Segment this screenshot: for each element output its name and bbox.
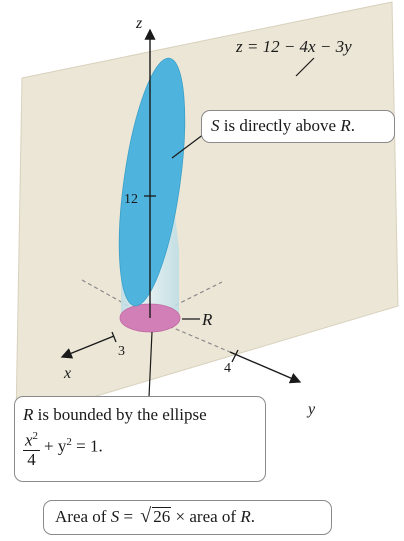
callout-r-ellipse: R is bounded by the ellipse x2 4 + y2 = …: [14, 396, 266, 482]
sqrt-sign: √: [140, 505, 152, 527]
y-axis: [229, 351, 302, 384]
ellipse-rest-exp: 2: [66, 436, 72, 449]
callout-area-formula: Area of S = √26 × area of R.: [43, 500, 332, 535]
s-symbol: S: [211, 116, 220, 135]
frac-den: 4: [27, 449, 36, 469]
x-tick-label: 3: [118, 344, 125, 359]
frac-num-exp: 2: [32, 430, 39, 442]
frac-num-base: x: [25, 430, 33, 450]
callout-s-leader: [171, 133, 205, 159]
area-pre: Area of: [55, 507, 111, 526]
surface-s: [118, 57, 186, 307]
plane-equation-leader: [295, 57, 315, 77]
ellipse-rest-pre: + y: [44, 436, 67, 456]
plane-surface: [15, 1, 399, 421]
radicand: 26: [152, 507, 172, 526]
x-axis-label: x: [63, 365, 71, 382]
sqrt-26: √26: [140, 505, 172, 527]
callout-r-text: is bounded by the ellipse: [33, 405, 207, 424]
fraction-x2-over-4: x2 4: [23, 427, 41, 469]
y-axis-label: y: [306, 401, 316, 418]
z-tick-label: 12: [124, 192, 138, 207]
x-axis: [60, 335, 115, 359]
callout-r-line-1: R is bounded by the ellipse: [23, 405, 265, 425]
r-symbol: R: [240, 507, 251, 526]
area-end: .: [250, 507, 255, 526]
callout-s-text: is directly above: [219, 116, 341, 135]
ellipse-equation: x2 4 + y2 = 1.: [23, 427, 265, 469]
r-symbol: R: [340, 116, 351, 135]
z-axis-label: z: [135, 15, 143, 32]
ellipse-rest-post: = 1.: [71, 436, 103, 456]
area-eq: =: [119, 507, 138, 526]
r-symbol: R: [23, 405, 34, 424]
s-symbol: S: [110, 507, 120, 526]
y-tick-label: 4: [224, 361, 231, 376]
y-tick: [231, 349, 239, 363]
x-tick: [111, 331, 117, 343]
plane-equation: z = 12 − 4x − 3y: [235, 37, 352, 56]
callout-s-above-r: S is directly above R.: [201, 110, 395, 143]
callout-s-period: .: [350, 116, 355, 135]
area-times: × area of: [171, 507, 241, 526]
callout-r-leader: [148, 331, 153, 398]
r-label: R: [201, 310, 213, 329]
